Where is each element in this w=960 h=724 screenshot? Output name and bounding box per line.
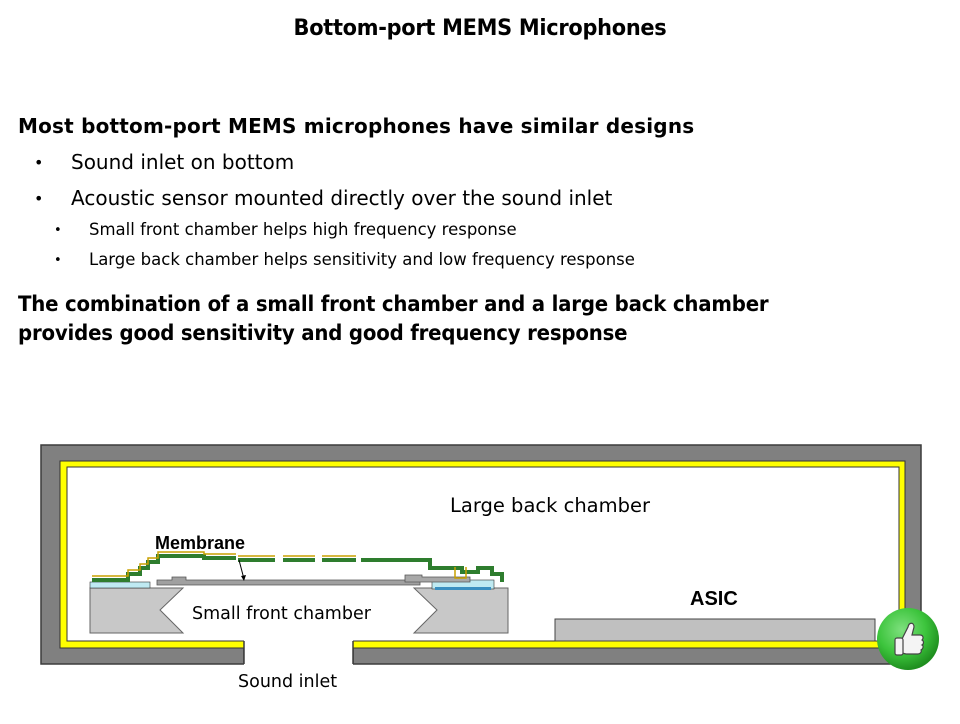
bullet-icon: •	[34, 153, 44, 172]
sub-bullet-text: Small front chamber helps high frequency…	[89, 220, 517, 239]
summary-line: provides good sensitivity and good frequ…	[18, 321, 628, 345]
bullet-text: Acoustic sensor mounted directly over th…	[71, 186, 613, 210]
summary-line: The combination of a small front chamber…	[18, 292, 769, 316]
label-asic: ASIC	[690, 588, 738, 610]
bullet-icon: •	[54, 253, 62, 268]
asic-chip	[554, 618, 876, 642]
slide-title: Bottom-port MEMS Microphones	[293, 16, 667, 41]
bullet-text: Sound inlet on bottom	[71, 150, 295, 174]
diagram-svg	[40, 444, 922, 665]
summary-statement: The combination of a small front chamber…	[18, 290, 769, 348]
label-membrane: Membrane	[155, 533, 246, 553]
label-front-chamber: Small front chamber	[192, 604, 371, 624]
mems-cross-section-diagram: Large back chamber Membrane Small front …	[0, 430, 960, 720]
bullet-icon: •	[54, 223, 62, 238]
label-sound-inlet: Sound inlet	[238, 672, 338, 692]
intro-heading: Most bottom-port MEMS microphones have s…	[18, 114, 695, 138]
sub-bullet-text: Large back chamber helps sensitivity and…	[89, 250, 635, 269]
backplate	[92, 551, 504, 582]
thumbs-up-badge	[876, 607, 940, 671]
membrane-layer	[156, 576, 421, 586]
mems-substrate	[89, 579, 509, 634]
bullet-icon: •	[34, 189, 44, 208]
package-housing	[40, 444, 922, 665]
thumbs-up-icon	[877, 608, 939, 670]
label-back-chamber: Large back chamber	[450, 494, 651, 517]
